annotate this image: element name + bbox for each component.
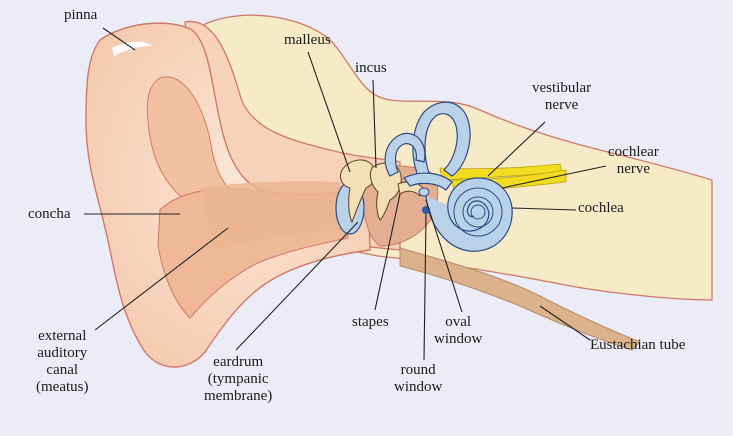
label-cochlear-nerve: cochlear nerve bbox=[608, 144, 659, 178]
label-eardrum: eardrum (tympanic membrane) bbox=[204, 354, 272, 405]
leader-lines bbox=[84, 27, 607, 361]
label-cochlear-nerve-line2: nerve bbox=[616, 161, 651, 177]
label-external-canal-line3: canal bbox=[46, 362, 79, 378]
label-cochlea: cochlea bbox=[578, 200, 624, 216]
label-vestibular-nerve-line1: vestibular bbox=[532, 80, 592, 96]
label-eustachian-tube: Eustachian tube bbox=[590, 337, 686, 353]
label-concha: concha bbox=[28, 206, 71, 222]
label-round-window-line1: round bbox=[400, 362, 436, 378]
label-external-canal-line1: external bbox=[38, 328, 87, 344]
label-cochlear-nerve-line1: cochlear bbox=[608, 144, 659, 160]
cochlea-spiral bbox=[453, 187, 503, 237]
helix-highlight bbox=[112, 41, 152, 56]
label-round-window-line2: window bbox=[394, 379, 443, 395]
label-eardrum-line2: (tympanic bbox=[207, 371, 269, 387]
auditory-canal bbox=[200, 181, 346, 250]
label-oval-window: oval window bbox=[434, 314, 482, 348]
label-incus: incus bbox=[355, 60, 387, 76]
label-vestibular-nerve: vestibular nerve bbox=[532, 80, 591, 114]
label-stapes: stapes bbox=[352, 314, 389, 330]
label-pinna: pinna bbox=[64, 7, 98, 23]
label-external-canal: external auditory canal (meatus) bbox=[36, 328, 88, 396]
label-oval-window-line2: window bbox=[434, 331, 483, 347]
label-malleus: malleus bbox=[284, 32, 331, 48]
incus-bone bbox=[369, 162, 402, 221]
label-vestibular-nerve-line2: nerve bbox=[544, 97, 579, 113]
label-external-canal-line4: (meatus) bbox=[36, 379, 89, 395]
oval-window-shape bbox=[418, 187, 430, 197]
eustachian-tube-shape bbox=[399, 247, 641, 351]
label-external-canal-line2: auditory bbox=[37, 345, 88, 361]
label-round-window: round window bbox=[394, 362, 442, 396]
label-oval-window-line1: oval bbox=[445, 314, 472, 330]
malleus-bone bbox=[339, 159, 377, 224]
label-eardrum-line1: eardrum bbox=[213, 354, 264, 370]
label-eardrum-line3: membrane) bbox=[204, 388, 273, 404]
